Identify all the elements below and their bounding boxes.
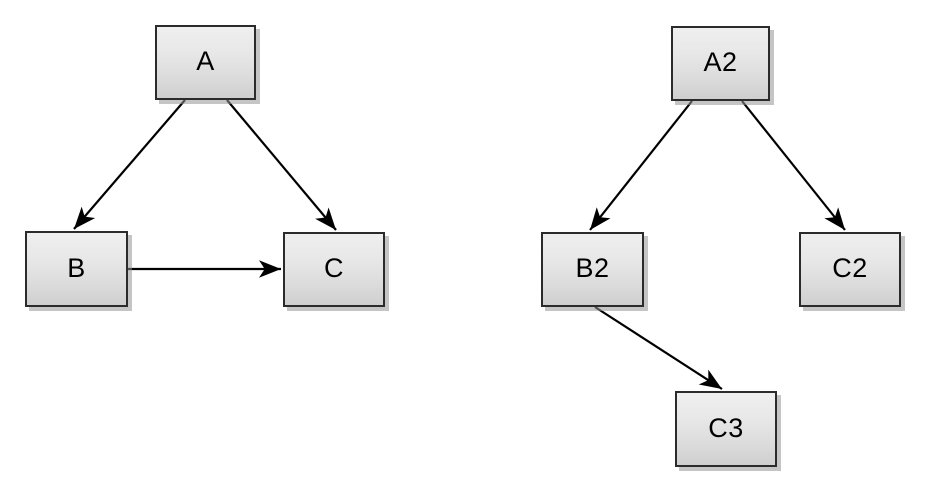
edge-a-to-b: [73, 99, 186, 230]
edge-b2-to-c3: [594, 306, 723, 390]
edge-a2-to-c2: [741, 100, 846, 231]
node-label: A: [196, 46, 215, 76]
node-label: B: [67, 252, 86, 283]
node-label: B2: [575, 253, 610, 283]
node-b[interactable]: B: [25, 231, 128, 307]
edges-group: [73, 99, 846, 390]
node-label: C3: [708, 412, 744, 443]
node-a2[interactable]: A2: [671, 26, 770, 101]
edge-a-to-c: [226, 99, 337, 231]
node-label: C: [324, 253, 344, 283]
node-c[interactable]: C: [283, 232, 385, 307]
node-label: A2: [703, 47, 738, 77]
edge-a2-to-b2: [589, 100, 693, 231]
node-a[interactable]: A: [155, 25, 256, 100]
node-c2[interactable]: C2: [799, 232, 901, 307]
node-label: C2: [832, 253, 868, 283]
node-b2[interactable]: B2: [541, 232, 644, 307]
node-c3[interactable]: C3: [675, 391, 777, 467]
